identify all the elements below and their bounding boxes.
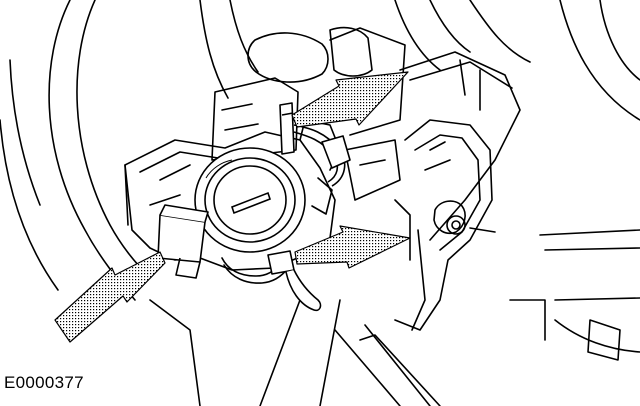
lock-cylinder <box>194 147 306 253</box>
lower-left-tab <box>157 204 209 279</box>
lower-connector-clip <box>221 250 322 312</box>
callout-arrow-right <box>294 225 411 269</box>
figure-code: E0000377 <box>4 373 84 392</box>
callout-arrow-upper <box>291 71 409 128</box>
upper-connector-clip <box>279 102 351 187</box>
column-bracket <box>394 119 546 341</box>
callout-arrows <box>54 71 411 343</box>
callout-arrow-left <box>54 251 166 343</box>
